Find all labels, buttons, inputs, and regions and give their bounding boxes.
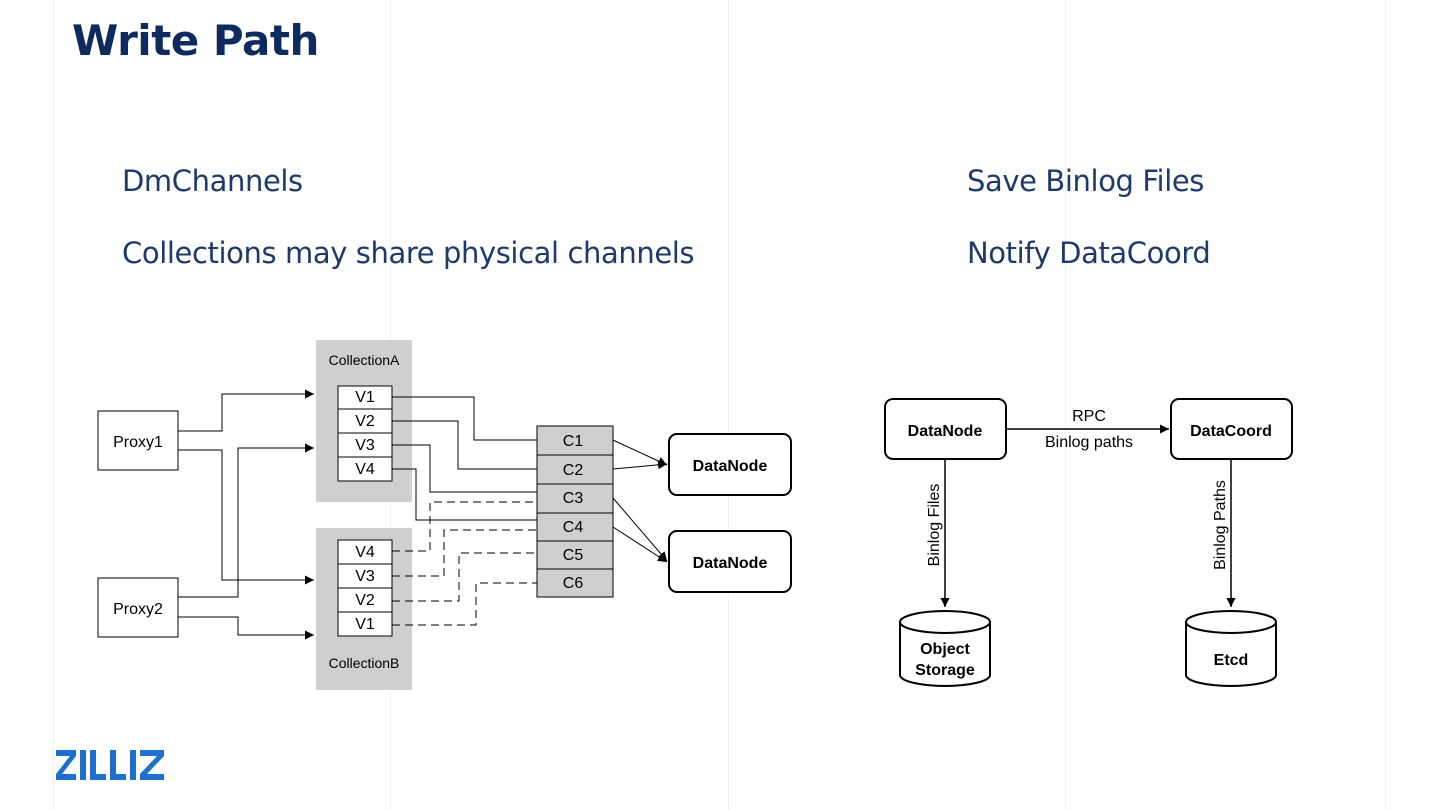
- pchannel-c4: [536, 512, 614, 542]
- edge-c3-datanode2: [612, 497, 668, 562]
- vchannel-b-3: [337, 587, 393, 613]
- vchannel-a-1-label: V1: [355, 389, 375, 406]
- etcd-label: Etcd: [1214, 652, 1249, 669]
- proxy1-box: [97, 410, 179, 471]
- proxy2-label: Proxy2: [113, 601, 163, 618]
- vchannel-b-2-label: V3: [355, 568, 375, 585]
- zilliz-logo: [56, 750, 164, 780]
- vchannel-b-1: [337, 539, 393, 565]
- edge-a-v3-c3: [392, 444, 537, 493]
- binlog-paths-label: Binlog Paths: [1212, 480, 1229, 570]
- edge-c1-datanode1: [612, 439, 668, 466]
- edge-b-v3-c4: [392, 529, 537, 577]
- edge-a-v1-c1: [392, 396, 537, 441]
- vchannel-b-4-label: V1: [355, 616, 375, 633]
- vchannel-b-1-label: V4: [355, 544, 375, 561]
- proxy2-box: [97, 577, 179, 638]
- datanode-label: DataNode: [908, 423, 983, 440]
- bullet-notify-datacoord: Notify DataCoord: [967, 236, 1211, 270]
- guide-line: [53, 0, 54, 810]
- vchannel-b-2: [337, 563, 393, 589]
- edge-a-v4-c4: [392, 468, 537, 521]
- collection-b-label: CollectionB: [329, 655, 400, 671]
- object-storage-label-2: Storage: [915, 662, 975, 679]
- pchannel-c5-label: C5: [563, 547, 584, 564]
- edge-proxy1-collection-b: [178, 449, 314, 585]
- pchannel-c6: [536, 568, 614, 598]
- vchannel-b-3-label: V2: [355, 592, 375, 609]
- rpc-label: RPC: [1072, 408, 1106, 425]
- datacoord-label: DataCoord: [1190, 423, 1272, 440]
- binlog-files-label: Binlog Files: [926, 484, 943, 567]
- edge-c2-datanode1: [612, 460, 668, 470]
- bullet-save-binlog: Save Binlog Files: [967, 164, 1204, 198]
- slide-title: Write Path: [72, 16, 319, 65]
- object-storage-label-1: Object: [920, 641, 970, 658]
- vchannel-a-2-label: V2: [355, 413, 375, 430]
- edge-b-v2-c5: [392, 552, 537, 602]
- datanode-1-label: DataNode: [693, 458, 768, 475]
- bullet-shared-channels: Collections may share physical channels: [122, 236, 695, 270]
- datanode-2-label: DataNode: [693, 555, 768, 572]
- datanode-2-box: [668, 530, 792, 593]
- pchannel-c3-label: C3: [563, 490, 584, 507]
- guide-line: [1385, 0, 1386, 810]
- bullet-dmchannels: DmChannels: [122, 164, 303, 198]
- edge-proxy2-collection-a: [178, 443, 314, 598]
- pchannel-c2: [536, 454, 614, 485]
- etcd-cylinder: [1185, 610, 1277, 687]
- collection-a-label: CollectionA: [329, 352, 400, 368]
- vchannel-b-4: [337, 611, 393, 637]
- binlog-paths-rpc-label: Binlog paths: [1045, 434, 1133, 451]
- binlog-diagram: DataNode DataCoord RPC Binlog paths Binl…: [884, 398, 1293, 687]
- edge-b-v4-c3: [392, 501, 537, 552]
- edge-proxy1-collection-a: [178, 389, 314, 432]
- pchannel-c6-label: C6: [563, 575, 584, 592]
- pchannel-c4-label: C4: [563, 519, 584, 536]
- vchannel-a-2: [337, 408, 393, 434]
- channel-diagram: CollectionA CollectionB V1 V2 V3 V4 V4 V…: [97, 340, 792, 690]
- edge-proxy2-collection-b: [178, 616, 314, 640]
- datanode-1-box: [668, 433, 792, 496]
- pchannel-c1-label: C1: [563, 433, 584, 450]
- vchannel-a-3-label: V3: [355, 437, 375, 454]
- pchannel-c5: [536, 540, 614, 570]
- edge-a-v2-c2: [392, 420, 537, 470]
- guide-line: [728, 0, 729, 810]
- guide-line: [1065, 0, 1066, 810]
- edge-c4-datanode2: [612, 526, 668, 563]
- edge-b-v1-c6: [392, 582, 537, 626]
- pchannel-c2-label: C2: [563, 462, 584, 479]
- vchannel-a-4-label: V4: [355, 461, 375, 478]
- object-storage-cylinder: [899, 610, 991, 687]
- proxy1-label: Proxy1: [113, 434, 163, 451]
